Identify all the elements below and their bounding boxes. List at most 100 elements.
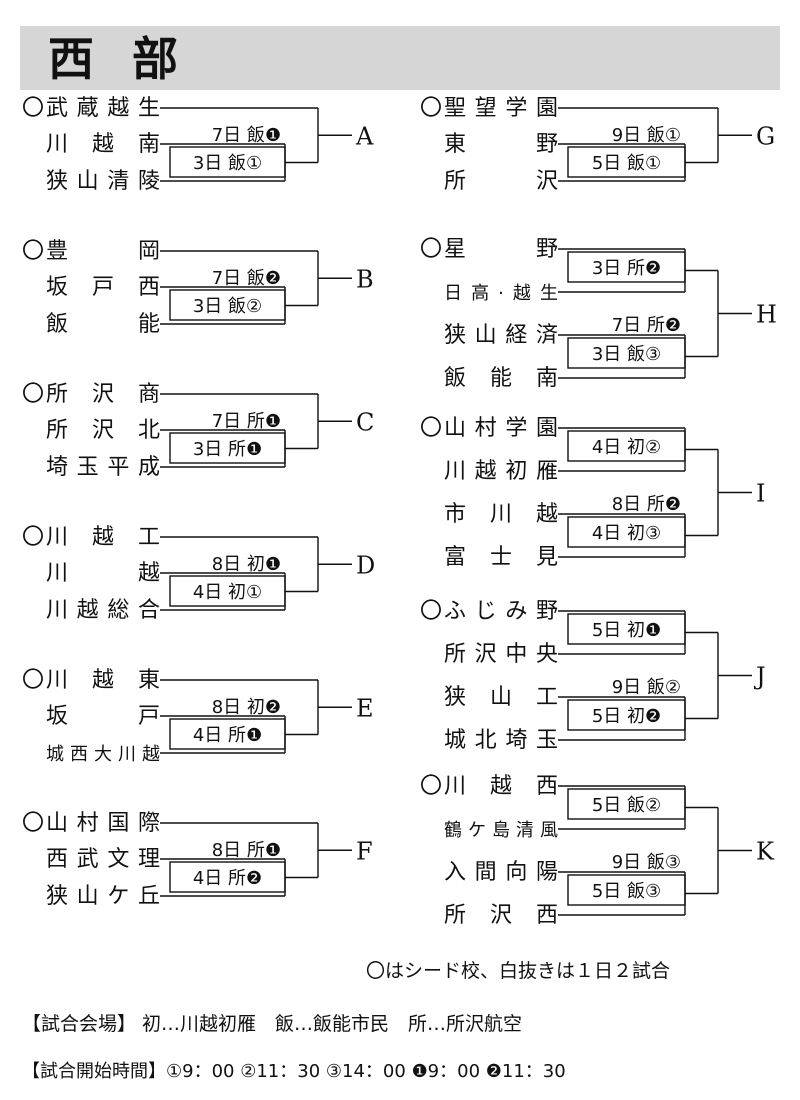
match-upper-box [567,430,686,462]
team-name-bI-1: 川越初雁 [444,459,558,484]
block-id-K: K [756,838,775,866]
team-name-bG-2: 所沢 [444,169,558,194]
match-final-label: 9日 飯① [612,125,681,146]
match-upper-box [567,251,686,283]
match-first-box [567,146,686,178]
team-name-bC-1: 所沢北 [46,418,160,443]
match-first-box [169,146,286,178]
block-id-C: C [356,408,374,436]
team-name-bH-2: 狭山経済 [444,323,558,348]
match-first-box [169,861,286,893]
match-final-label: 7日 所❶ [212,411,281,432]
match-first-label: 3日 飯② [193,296,262,317]
team-name-bB-2: 飯能 [46,312,160,337]
block-id-G: G [756,122,775,150]
team-name-bK-3: 所沢西 [444,903,558,928]
match-first-box [169,432,286,464]
team-name-bK-1: 鶴ケ島清風 [444,820,558,841]
match-final-label: 8日 初❷ [212,697,281,718]
match-upper-label: 5日 初❶ [592,620,661,641]
team-name-bB-1: 坂戸西 [46,275,160,300]
match-first-box [169,575,286,607]
match-first-box [169,289,286,321]
team-name-bJ-1: 所沢中央 [444,642,558,667]
seed-mark: 〇 [22,525,44,550]
seed-mark: 〇 [22,668,44,693]
match-first-label: 4日 所❶ [193,725,262,746]
team-name-bI-0: 山村学園 [444,416,558,441]
team-name-bH-1: 日高·越生 [444,283,558,304]
team-name-bD-0: 川越工 [46,525,160,550]
match-upper-label: 4日 初② [592,437,661,458]
match-final-label: 8日 初❶ [212,554,281,575]
seed-mark: 〇 [22,382,44,407]
team-name-bC-0: 所沢商 [46,382,160,407]
block-id-J: J [753,663,766,691]
team-name-bH-0: 星野 [444,237,558,262]
team-name-bJ-0: ふじみ野 [444,599,558,624]
venue-legend: 【試合会場】 初…川越初雁 飯…飯能市民 所…所沢航空 [22,1013,523,1035]
block-id-H: H [756,301,777,329]
team-name-bE-1: 坂戸 [46,704,160,729]
team-name-bA-0: 武蔵越生 [46,96,160,121]
match-upper-label: 5日 飯② [592,795,661,816]
seed-mark: 〇 [22,239,44,264]
match-upper-box [567,788,686,820]
team-name-bA-1: 川越南 [46,132,160,157]
seed-mark: 〇 [420,774,442,799]
block-id-E: E [356,694,374,722]
match-first-label: 4日 所❷ [193,868,262,889]
team-name-bD-1: 川越 [46,561,160,586]
team-name-bK-0: 川越西 [444,774,558,799]
time-legend: 【試合開始時間】①9：00 ②11：30 ③14：00 ❶9：00 ❷11：30 [22,1061,566,1082]
seed-mark: 〇 [420,96,442,121]
team-name-bF-1: 西武文理 [46,847,160,872]
seed-mark: 〇 [420,599,442,624]
match-lower-label: 4日 初③ [592,523,661,544]
team-name-bA-2: 狭山清陵 [46,169,160,194]
team-name-bB-0: 豊岡 [46,239,160,264]
match-lower-label: 5日 初❷ [592,706,661,727]
team-name-bG-1: 東野 [444,132,558,157]
match-first-label: 4日 初① [193,582,262,603]
match-lower-label: 5日 飯③ [592,881,661,902]
seed-mark: 〇 [22,811,44,836]
seed-mark: 〇 [420,416,442,441]
team-name-bF-0: 山村国際 [46,811,160,836]
block-id-B: B [356,265,374,293]
block-id-F: F [356,837,373,865]
match-first-label: 3日 飯① [193,153,262,174]
team-name-bF-2: 狭山ケ丘 [46,884,160,909]
team-name-bE-2: 城西大川越 [46,744,160,765]
match-final-label: 9日 飯③ [612,852,681,873]
region-header-bar [20,26,780,90]
match-first-label: 3日 所❶ [193,439,262,460]
seed-note: 〇はシード校、白抜きは１日２試合 [366,960,671,982]
match-upper-box [567,613,686,645]
match-final-label: 7日 所❷ [612,315,681,336]
team-name-bD-2: 川越総合 [46,598,160,623]
team-name-bE-0: 川越東 [46,668,160,693]
match-final-label: 9日 飯② [612,677,681,698]
team-name-bI-2: 市川越 [444,502,558,527]
match-lower-box [567,699,686,731]
seed-mark: 〇 [420,237,442,262]
match-lower-label: 3日 飯③ [592,344,661,365]
seed-mark: 〇 [22,96,44,121]
team-name-bI-3: 富士見 [444,545,558,570]
team-name-bC-2: 埼玉平成 [46,455,160,480]
block-id-I: I [756,480,765,508]
match-final-label: 8日 所❷ [612,494,681,515]
team-name-bH-3: 飯能南 [444,366,558,391]
block-id-A: A [355,122,374,150]
match-final-label: 7日 飯❷ [212,268,281,289]
region-title: 西部 [48,32,216,86]
team-name-bJ-2: 狭山工 [444,685,558,710]
match-first-box [169,718,286,750]
match-lower-box [567,337,686,369]
match-final-label: 7日 飯❶ [212,125,281,146]
team-name-bG-0: 聖望学園 [444,96,558,121]
match-lower-box [567,874,686,906]
